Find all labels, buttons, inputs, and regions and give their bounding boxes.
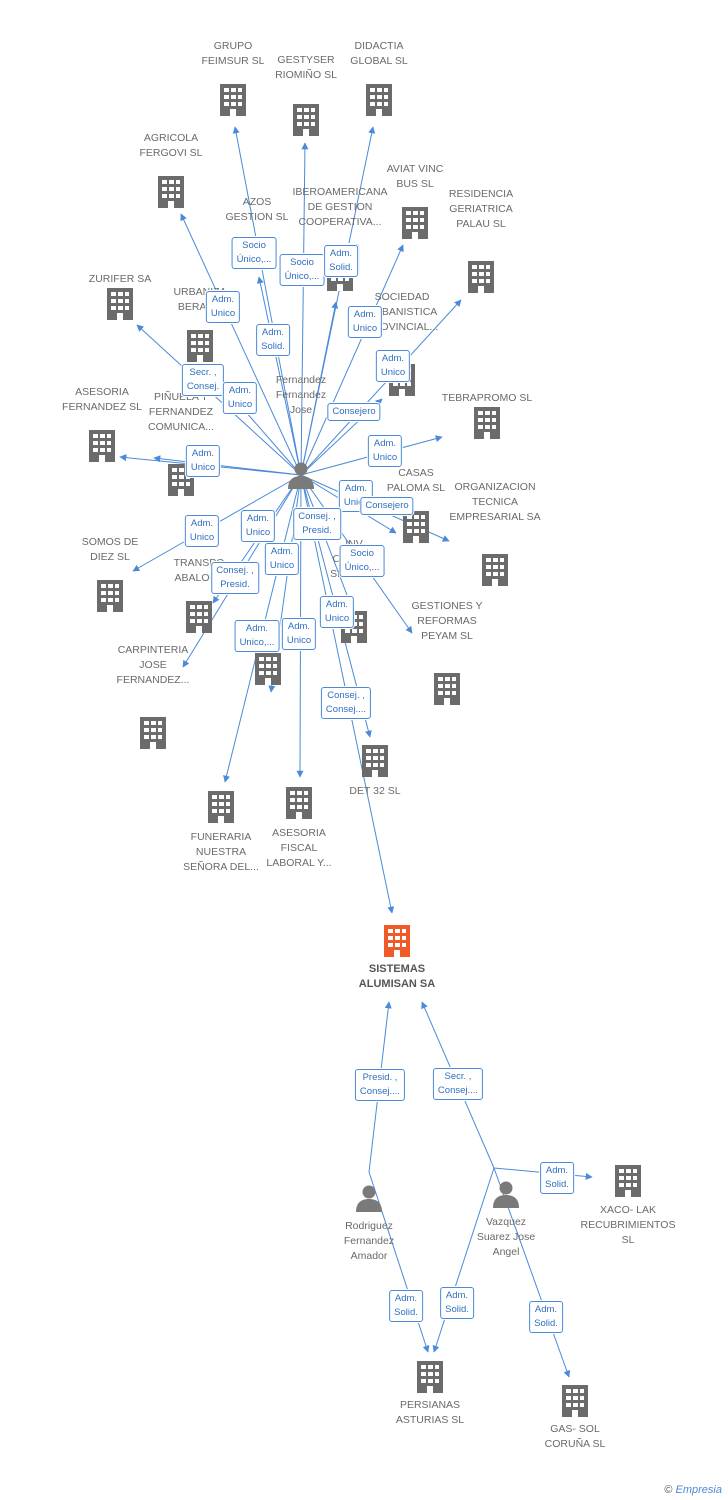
edge-fernandez_jose-to-pinuela [153, 455, 302, 476]
relation-label[interactable]: Adm. Unico [264, 543, 300, 575]
relation-label[interactable]: Adm. Unico [375, 350, 411, 382]
node-label-asesoria_fernandez[interactable]: ASESORIA FERNANDEZ SL [62, 386, 142, 413]
building-icon[interactable] [474, 407, 500, 439]
edge-fernandez_jose-to-aviat [300, 301, 339, 476]
node-label-asesoria_fiscal[interactable]: ASESORIA FISCAL LABORAL Y... [266, 827, 332, 869]
relation-label[interactable]: Adm. Unico [184, 515, 220, 547]
node-label-tebrapromo[interactable]: TEBRAPROMO SL [441, 392, 533, 404]
building-icon[interactable] [417, 1361, 443, 1393]
relation-label[interactable]: Adm. Solid. [529, 1301, 563, 1333]
node-label-xaco[interactable]: XACO- LAK RECUBRIMIENTOS SL [580, 1204, 676, 1246]
relation-label[interactable]: Secr. , Consej. [181, 364, 225, 396]
building-icon[interactable] [187, 330, 213, 362]
edge-fernandez_jose-to-residencia [300, 299, 462, 476]
node-label-funeraria[interactable]: FUNERARIA NUESTRA SEÑORA DEL... [183, 831, 259, 873]
node-label-didactia[interactable]: DIDACTIA GLOBAL SL [350, 40, 408, 67]
relation-label[interactable]: Adm. Unico,... [234, 620, 280, 652]
edge-vazquez-to-persianas [432, 1167, 495, 1353]
node-label-carpinteria[interactable]: CARPINTERIA JOSE FERNANDEZ... [116, 644, 190, 686]
node-label-azos[interactable]: AZOS GESTION SL [225, 196, 289, 223]
node-label-sistemas[interactable]: SISTEMAS ALUMISAN SA [358, 963, 436, 990]
building-icon[interactable] [562, 1385, 588, 1417]
relation-label[interactable]: Adm. Unico [347, 306, 383, 338]
node-label-rodriguez[interactable]: Rodriguez Fernandez Amador [343, 1220, 395, 1262]
node-label-vazquez[interactable]: Vazquez Suarez Jose Angel [476, 1216, 536, 1258]
relation-label[interactable]: Adm. Solid. [324, 245, 358, 277]
relation-label[interactable]: Socio Único,... [339, 545, 385, 577]
building-icon[interactable] [468, 261, 494, 293]
building-icon[interactable] [208, 791, 234, 823]
edge-fernandez_jose-to-iberoamericana [256, 276, 302, 476]
building-icon[interactable] [482, 554, 508, 586]
relation-label[interactable]: Adm. Solid. [389, 1290, 423, 1322]
relation-label[interactable]: Adm. Unico [281, 618, 317, 650]
relation-label[interactable]: Consej. , Presid. [293, 508, 341, 540]
building-icon[interactable] [402, 207, 428, 239]
building-icon[interactable] [362, 745, 388, 777]
edge-fernandez_jose-to-agricola [180, 213, 302, 476]
relation-label[interactable]: Adm. Unico [222, 382, 258, 414]
building-icon[interactable] [89, 430, 115, 462]
node-label-zurifer[interactable]: ZURIFER SA [88, 273, 152, 285]
building-icon[interactable] [220, 84, 246, 116]
edge-rodriguez-to-persianas [368, 1171, 430, 1353]
relation-label[interactable]: Adm. Solid. [540, 1162, 574, 1194]
node-label-aviat[interactable]: AVIAT VINC BUS SL [386, 163, 444, 190]
relation-label[interactable]: Adm. Unico [185, 445, 221, 477]
building-icon[interactable] [286, 787, 312, 819]
edge-fernandez_jose-to-grupo_feimsur [232, 126, 302, 476]
building-icon[interactable] [293, 104, 319, 136]
building-icon[interactable] [107, 288, 133, 320]
node-label-det32[interactable]: DET 32 SL [349, 785, 401, 797]
relation-label[interactable]: Adm. Unico [205, 291, 241, 323]
node-label-persianas[interactable]: PERSIANAS ASTURIAS SL [395, 1399, 465, 1426]
building-icon[interactable] [384, 925, 410, 957]
node-label-gestiones[interactable]: GESTIONES Y REFORMAS PEYAM SL [411, 600, 483, 642]
building-icon[interactable] [140, 717, 166, 749]
building-icon[interactable] [158, 176, 184, 208]
node-label-fernandez_jose[interactable]: Fernandez Fernandez Jose [275, 374, 327, 416]
edge-fernandez_jose-to-azos [300, 244, 404, 476]
node-label-residencia[interactable]: RESIDENCIA GERIATRICA PALAU SL [448, 188, 514, 230]
relation-label[interactable]: Adm. Unico [240, 510, 276, 542]
relation-label[interactable]: Socio Único,... [279, 254, 325, 286]
edge-fernandez_jose-to-gestyser [300, 142, 309, 476]
relation-label[interactable]: Consejero [327, 403, 381, 421]
edge-fernandez_jose-to-zurifer [136, 324, 302, 476]
node-label-pinuela[interactable]: PIÑUELA Y FERNANDEZ COMUNICA... [148, 391, 214, 433]
node-label-agricola[interactable]: AGRICOLA FERGOVI SL [139, 132, 203, 159]
relation-label[interactable]: Presid. , Consej.... [354, 1069, 406, 1101]
relation-label[interactable]: Adm. Solid. [256, 324, 290, 356]
building-icon[interactable] [366, 84, 392, 116]
node-label-casas[interactable]: CASAS PALOMA SL [386, 467, 446, 494]
node-label-organizacion[interactable]: ORGANIZACION TECNICA EMPRESARIAL SA [449, 481, 541, 523]
relation-label[interactable]: Adm. Unico [367, 435, 403, 467]
building-icon[interactable] [434, 673, 460, 705]
relation-label[interactable]: Consej. , Consej.... [320, 687, 372, 719]
relation-label[interactable]: Adm. Solid. [440, 1287, 474, 1319]
building-icon[interactable] [255, 653, 281, 685]
node-label-grupo_feimsur[interactable]: GRUPO FEIMSUR SL [201, 40, 265, 67]
person-icon[interactable] [493, 1181, 519, 1209]
relation-label[interactable]: Consej. , Presid. [211, 562, 259, 594]
credit: ©Empresia [664, 1484, 722, 1496]
building-icon[interactable] [97, 580, 123, 612]
node-label-iberoamericana[interactable]: IBEROAMERICANA DE GESTION COOPERATIVA... [292, 186, 388, 228]
relation-label[interactable]: Adm. Unico [319, 596, 355, 628]
relation-label[interactable]: Consejero [360, 497, 414, 515]
building-icon[interactable] [186, 601, 212, 633]
node-label-gassol[interactable]: GAS- SOL CORUÑA SL [544, 1423, 606, 1450]
node-label-sociedad[interactable]: SOCIEDAD URBANISTICA PROVINCIAL... [365, 291, 439, 333]
relation-label[interactable]: Secr. , Consej.... [432, 1068, 484, 1100]
node-label-somos[interactable]: SOMOS DE DIEZ SL [81, 536, 139, 563]
building-icon[interactable] [615, 1165, 641, 1197]
node-label-gestyser[interactable]: GESTYSER RIOMIÑO SL [275, 54, 337, 81]
relation-label[interactable]: Socio Único,... [231, 237, 277, 269]
